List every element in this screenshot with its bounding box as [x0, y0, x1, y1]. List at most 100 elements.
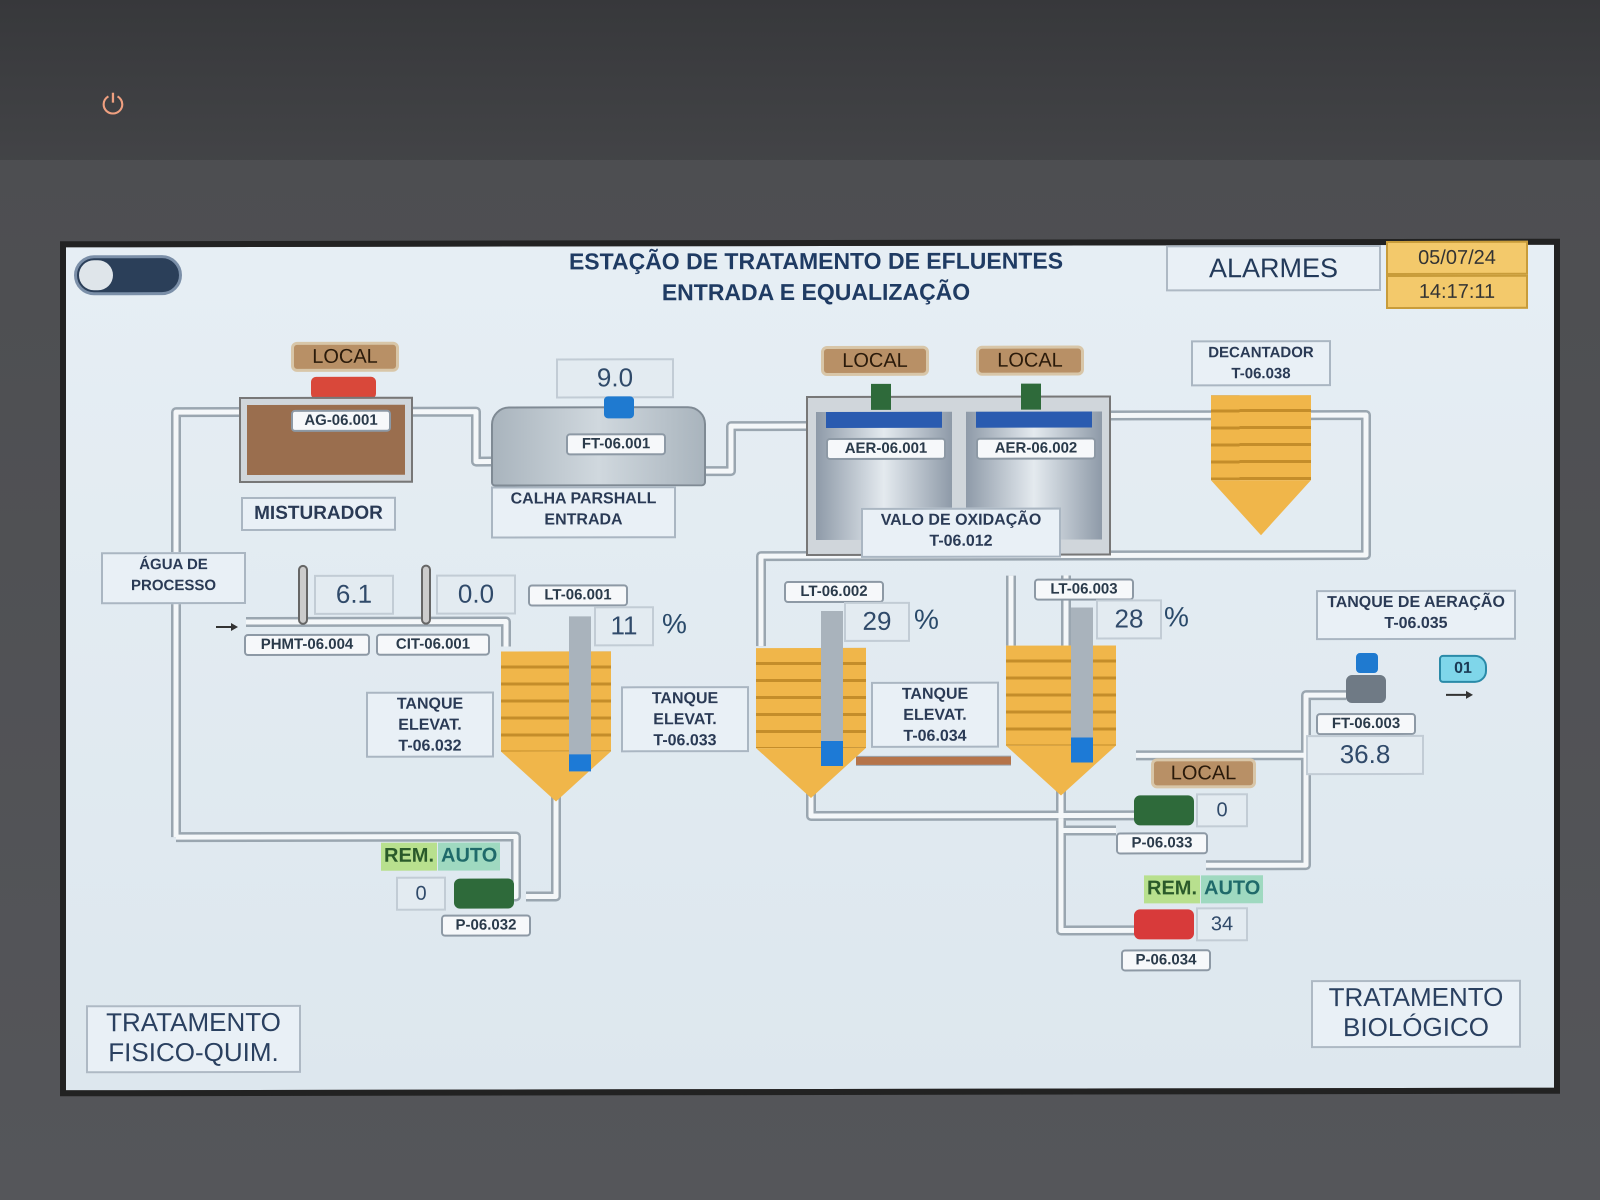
- aerator-1-bar: [826, 411, 942, 428]
- ph-tag: PHMT-06.004: [244, 633, 370, 656]
- nav-right-line2: BIOLÓGICO: [1343, 1011, 1489, 1043]
- decanter-label-line1: DECANTADOR: [1208, 344, 1314, 362]
- tank3-label-line3: T-06.034: [903, 727, 967, 745]
- p032-rem-button[interactable]: REM.: [381, 842, 437, 871]
- p034-value: 34: [1196, 907, 1248, 942]
- tank2-level-bar: [821, 610, 843, 766]
- tank2-body: [756, 647, 866, 749]
- aerator-2-bar: [976, 411, 1092, 428]
- ft3-value: 36.8: [1306, 734, 1424, 776]
- ph-value: 6.1: [314, 574, 394, 615]
- flow-meter-body: [1346, 674, 1386, 704]
- tank2-level-value: 29: [844, 601, 910, 642]
- pipe-network: [171, 406, 1473, 936]
- hmi-screen: ESTAÇÃO DE TRATAMENTO DE EFLUENTES ENTRAD…: [60, 238, 1560, 1097]
- mixer-mode-badge[interactable]: LOCAL: [291, 341, 399, 372]
- tank1-level-fill: [569, 754, 591, 772]
- tank1-cone: [501, 751, 611, 802]
- tank3-level-fill: [1071, 737, 1093, 763]
- aerator-2-motor-icon[interactable]: [1021, 383, 1041, 410]
- ft3-tag: FT-06.003: [1316, 712, 1416, 736]
- tank1: [501, 651, 611, 802]
- aeration-label-line1: TANQUE DE AERAÇÃO: [1327, 593, 1505, 612]
- tank1-label-line2: ELEVAT.: [398, 716, 462, 734]
- aer1-mode-badge[interactable]: LOCAL: [821, 345, 929, 376]
- p032-pump-icon[interactable]: [454, 878, 514, 909]
- mixer-label[interactable]: MISTURADOR: [241, 496, 396, 531]
- decanter-label-line2: T-06.038: [1231, 365, 1291, 383]
- tank3-level-value: 28: [1096, 599, 1162, 640]
- p032-auto-button[interactable]: AUTO: [438, 842, 501, 871]
- oxidation-label-line1: VALO DE OXIDAÇÃO: [880, 511, 1042, 529]
- p034-auto-button[interactable]: AUTO: [1201, 875, 1264, 904]
- tank2-cone: [756, 747, 866, 799]
- decanter-label[interactable]: DECANTADOR T-06.038: [1191, 340, 1331, 387]
- date-display: 05/07/24: [1386, 240, 1528, 275]
- time-display: 14:17:11: [1386, 274, 1528, 309]
- p034-pump-icon[interactable]: [1134, 909, 1194, 940]
- aeration-tank-label[interactable]: TANQUE DE AERAÇÃO T-06.035: [1316, 589, 1516, 641]
- aer2-tag: AER-06.002: [976, 437, 1096, 460]
- tank1-label-line3: T-06.032: [398, 737, 462, 755]
- tank2-label-line3: T-06.033: [653, 732, 717, 750]
- decanter-cone: [1211, 480, 1311, 536]
- p033-tag: P-06.033: [1116, 832, 1208, 855]
- process-water-line1: ÁGUA DE: [139, 556, 208, 574]
- lt1-tag: LT-06.001: [528, 584, 628, 607]
- decanter-tank: [1211, 395, 1311, 545]
- aeration-label-line2: T-06.035: [1384, 614, 1448, 632]
- aer1-tag: AER-06.001: [826, 437, 946, 460]
- title-line-1: ESTAÇÃO DE TRATAMENTO DE EFLUENTES: [568, 247, 1064, 275]
- cit-value: 0.0: [436, 574, 516, 615]
- tank1-level-bar: [569, 616, 591, 772]
- tank2-level-fill: [821, 741, 843, 766]
- lt2-tag: LT-06.002: [784, 580, 884, 604]
- parshall-label-line2: ENTRADA: [544, 511, 623, 529]
- tank3-cone: [1006, 745, 1116, 796]
- agitator-motor-icon[interactable]: [311, 376, 376, 399]
- agitator-tag: AG-06.001: [291, 409, 391, 432]
- aerator-1-motor-icon[interactable]: [871, 383, 891, 410]
- monitor-bezel-top: [0, 0, 1600, 165]
- p034-tag: P-06.034: [1121, 949, 1211, 972]
- tank1-unit: %: [662, 608, 687, 640]
- p033-mode-badge[interactable]: LOCAL: [1151, 758, 1256, 789]
- tank2-label-line2: ELEVAT.: [653, 711, 717, 729]
- tank2-unit: %: [914, 603, 939, 635]
- tank2: [756, 647, 866, 799]
- aeration-link-badge[interactable]: 01: [1439, 654, 1487, 683]
- aer2-mode-badge[interactable]: LOCAL: [976, 345, 1084, 376]
- parshall-flow-tag: FT-06.001: [566, 433, 666, 456]
- p032-tag: P-06.032: [441, 914, 531, 937]
- alarms-button[interactable]: ALARMES: [1166, 245, 1381, 292]
- toggle-knob: [79, 260, 113, 291]
- lt3-tag: LT-06.003: [1034, 578, 1134, 601]
- tank3-level-bar: [1071, 607, 1093, 763]
- decanter-body: [1211, 395, 1311, 481]
- flow-transmitter-icon: [604, 396, 634, 419]
- ph-probe-icon: [298, 564, 308, 625]
- flow-meter-icon: [1356, 653, 1378, 674]
- tank1-body: [501, 651, 611, 752]
- power-icon[interactable]: ⏻: [101, 89, 125, 120]
- p034-rem-button[interactable]: REM.: [1144, 875, 1200, 904]
- parshall-flow-value: 9.0: [556, 358, 674, 399]
- tank3-body: [1006, 645, 1116, 746]
- screen-toggle-switch[interactable]: [74, 255, 182, 296]
- p033-pump-icon[interactable]: [1134, 795, 1194, 826]
- nav-left-line2: FISICO-QUIM.: [108, 1036, 279, 1068]
- tank1-level-value: 11: [594, 606, 654, 647]
- tank3: [1006, 645, 1116, 796]
- chlorine-probe-icon: [421, 564, 431, 625]
- p032-value: 0: [396, 876, 446, 911]
- p033-value: 0: [1196, 793, 1248, 828]
